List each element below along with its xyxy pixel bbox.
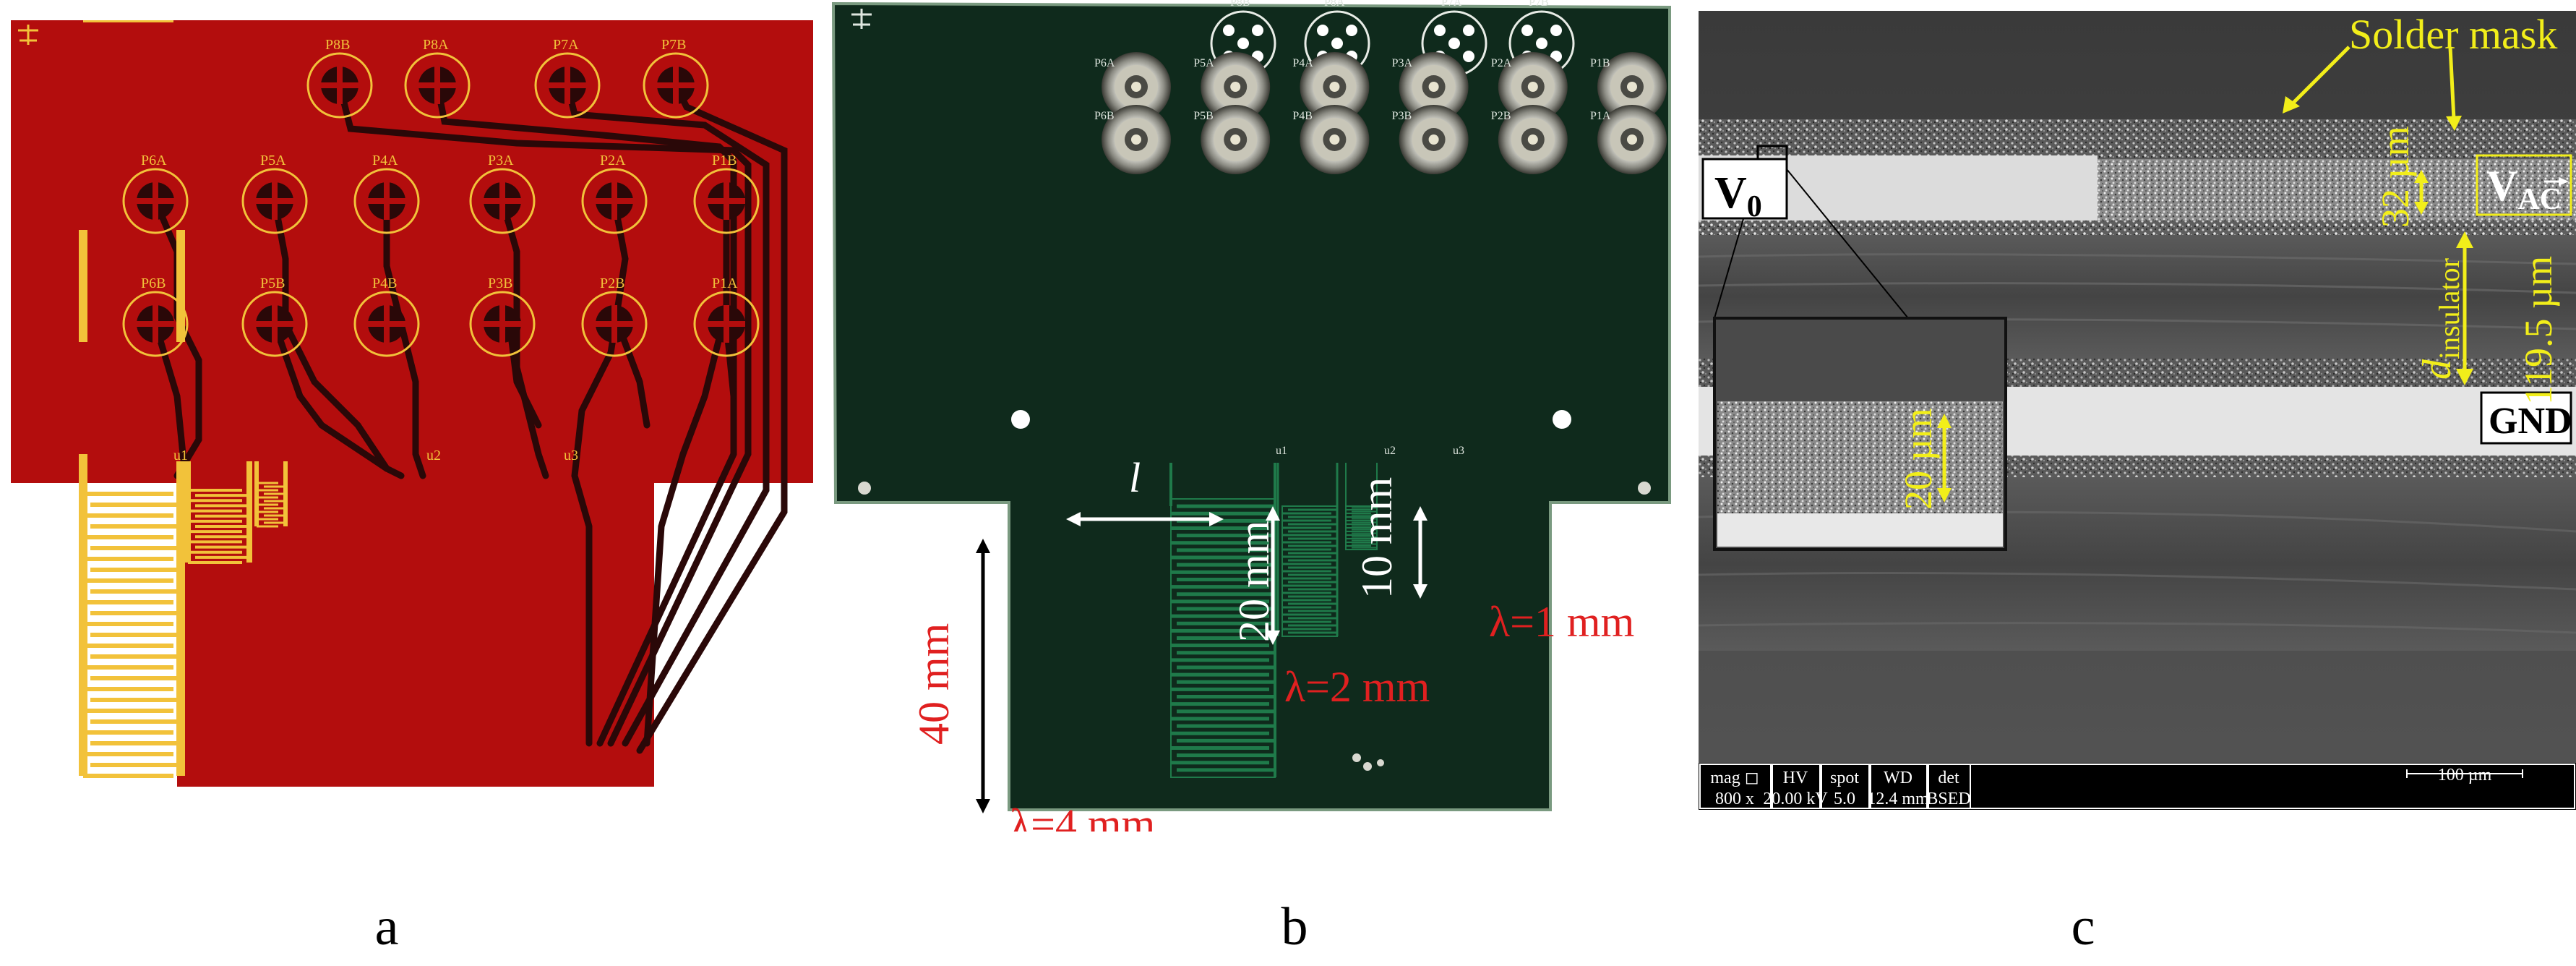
pad-label: P7B [661,37,686,53]
dimension-arrow-40mm [976,539,990,813]
sensor-label: u1 [173,448,188,463]
pad-label: P8B [1230,0,1250,9]
infobar-value: BSED [1926,790,1970,808]
d-subscript: insulator [2433,258,2465,359]
pcb-photo-drawing: P8B P8A P7A P7B P6A P5A P4A P3A P2A P1B P6B P5B P4B P… [831,0,1671,832]
inset-thickness-label: 20 µm [1897,408,1940,510]
panel-c-sem-image: Solder mask 32 µm 20 µm 119.5 µm dinsula… [1699,11,2576,810]
sem-cross-section: Solder mask 32 µm 20 µm 119.5 µm dinsula… [1699,11,2576,810]
sensor-label: u2 [1384,445,1396,457]
pad-label: P8B [325,37,350,53]
pad-label: P1B [712,153,737,168]
sensor-label: u1 [1276,445,1287,457]
pad-label: P7B [1529,0,1549,9]
caption-b: b [1281,897,1308,957]
sensor-label: u3 [564,448,578,463]
pad-label: P1A [1590,110,1611,122]
panel-b-pcb-photo: P8B P8A P7A P7B P6A P5A P4A P3A P2A P1B P6B P5B P4B P… [831,0,1699,832]
dim-10mm-label: 10 mm [1353,477,1401,599]
caption-a: a [374,897,399,957]
pad-label: P3A [1392,57,1413,69]
pad-label: P2A [600,153,626,168]
vac-subscript: AC [2517,183,2562,216]
d-symbol: d [2415,359,2460,380]
sensor-label: u3 [1453,445,1464,457]
pcb-layout-drawing: P8B P8A P7A P7B P6A P5A P4A P3A P2A P1B P6B P5B P4B P… [11,20,813,787]
infobar-header: mag ◻ [1710,769,1759,787]
pad-label: P4B [372,275,397,291]
caption-c: c [2071,897,2095,957]
electrode-sensors-b [1169,463,1378,778]
pad-label: P2B [600,275,624,291]
lambda-2mm-label: λ=2 mm [1284,663,1430,711]
infobar-header: WD [1884,769,1912,787]
dimension-arrows [1066,506,1427,645]
pad-label: P5A [1193,57,1214,69]
v0-label-box [1701,158,1788,220]
pad-label: P4B [1292,110,1313,122]
pad-label: P8A [423,37,449,53]
infobar-header: det [1938,769,1959,787]
gnd-label-box [2480,391,2572,445]
infobar-value: 800 x [1715,790,1754,808]
pad-label: P2B [1491,110,1511,122]
length-symbol: l [1129,454,1141,501]
pad-label: P5A [260,153,286,168]
d-insulator-label: dinsulator [2415,258,2465,380]
pad-label: P4A [372,153,398,168]
pad-label: P6A [1094,57,1115,69]
pad-label: P3A [488,153,514,168]
pad-label: P1B [1590,57,1610,69]
logo-icon [851,9,872,29]
v0-label: V0 [1714,168,1762,223]
pad-label: P7A [553,37,579,53]
annotation-arrows [1937,46,2473,503]
pad-label: P1A [712,275,738,291]
pad-label: P6A [141,153,167,168]
pad-label: P5B [1193,110,1214,122]
pad-label: P2A [1491,57,1512,69]
electrode-sensors-a [79,20,288,778]
dim-40mm-label: 40 mm [910,623,958,745]
pad-label: P6B [141,275,166,291]
infobar-header: HV [1783,769,1808,787]
insulator-thickness-label: 119.5 µm [2517,256,2560,405]
pad-label: P4A [1292,57,1313,69]
pad-label: P6B [1094,110,1115,122]
vac-label: VAC [2486,162,2562,216]
solder-mask-label: Solder mask [2349,11,2557,58]
board-photo [831,1,1671,811]
logo-icon [18,25,38,45]
panel-a-pcb-layout: P8B P8A P7A P7B P6A P5A P4A P3A P2A P1B P6B P5B P4B P… [11,20,824,787]
infobar-value: 20.00 kV [1763,790,1828,808]
pad-label: P8A [1324,0,1345,9]
inset-zoom [1713,317,2007,551]
v0-symbol: V [1714,168,1747,218]
infobar-header: spot [1830,769,1859,787]
vac-symbol: V [2486,162,2517,210]
vac-label-box [2476,154,2572,216]
gnd-label: GND [2489,401,2572,442]
pad-label: P5B [260,275,285,291]
lambda-1mm-label: λ=1 mm [1489,598,1634,646]
pad-label: P7A [1441,0,1462,9]
scale-bar-label: 100 µm [2438,766,2492,785]
sensor-label: u2 [426,448,441,463]
pad-label: P3B [1392,110,1412,122]
dim-20mm-label: 20 mm [1230,521,1278,642]
lambda-4mm-label: λ=4 mm [1010,800,1155,832]
v0-subscript: 0 [1747,190,1762,223]
pad-label: P3B [488,275,512,291]
infobar-value: 12.4 mm [1867,790,1929,808]
infobar-value: 5.0 [1834,790,1855,808]
mask-thickness-label: 32 µm [2374,126,2417,228]
